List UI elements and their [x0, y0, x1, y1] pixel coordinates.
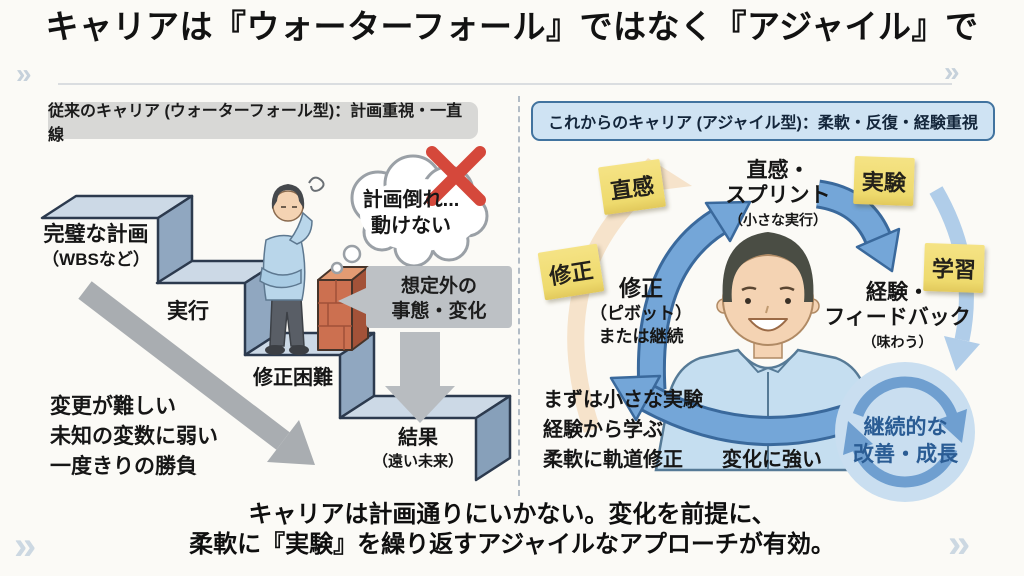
callout-line2: 事態・変化 — [391, 301, 487, 322]
growth-label: 継続的な 改善・成長 — [838, 414, 973, 468]
drawback-item: 未知の変数に弱い — [50, 425, 218, 448]
thought-bubble-text: 計画倒れ... 動けない — [352, 187, 470, 239]
feedback-line1: 経験・ — [866, 281, 929, 304]
waterfall-drawbacks-list: 変更が難しい 未知の変数に弱い 一度きりの勝負 — [50, 392, 265, 482]
title-rule — [58, 83, 952, 85]
pivot-line3: または継続 — [598, 327, 684, 346]
pivot-line2: （ピボット） — [590, 304, 692, 323]
drawback-item: 変更が難しい — [50, 395, 176, 418]
chevron-bottom-left-icon: » — [14, 524, 37, 568]
benefit-item: 経験から学ぶ — [543, 419, 663, 441]
thought-bubble — [330, 154, 489, 275]
growth-line1: 継続的な — [863, 416, 948, 439]
sprint-label: 直感・ スプリント （小さな実行） — [703, 158, 853, 233]
right-panel-header: これからのキャリア (アジャイル型)：柔軟・反復・経験重視 — [531, 101, 995, 141]
result-label-line2: （遠い未来） — [372, 452, 463, 470]
callout-line1: 想定外の — [400, 276, 477, 297]
growth-cycle-icon — [835, 362, 975, 502]
execute-label: 実行 — [167, 300, 209, 323]
benefit-item: まずは小さな実験 — [543, 389, 703, 411]
fix-difficult-label: 修正困難 — [253, 367, 333, 389]
benefit-item: 柔軟に軌道修正 — [543, 449, 683, 471]
page-title: キャリアは『ウォーターフォール』ではなく『アジャイル』で — [45, 8, 979, 45]
footer-line1: キャリアは計画通りにいかない。変化を前提に、 — [248, 501, 776, 528]
feedback-line2: フィードバック — [824, 306, 971, 329]
sprint-line1: 直感・ — [746, 159, 810, 182]
plan-label-line2: （WBSなど） — [42, 249, 150, 269]
growth-line2: 改善・成長 — [853, 443, 958, 466]
chevron-bottom-right-icon: » — [948, 522, 971, 566]
bubble-line1: 計画倒れ... — [362, 189, 460, 211]
feedback-label: 経験・ フィードバック （味わう） — [815, 280, 980, 355]
left-panel-header: 従来のキャリア (ウォーターフォール型)：計画重視・一直線 — [48, 102, 478, 144]
pivot-label: 修正 （ピボット） または継続 — [575, 276, 707, 348]
chevron-left-icon: » — [16, 58, 32, 89]
person-worried-illustration — [259, 176, 325, 355]
plan-label: 完璧な計画 （WBSなど） — [26, 222, 166, 271]
strong-change-label: 変化に強い — [722, 449, 822, 471]
x-mark-icon — [426, 146, 486, 206]
sticky-note-intuition: 直感 — [597, 158, 667, 216]
chevron-right-icon: » — [944, 56, 960, 87]
footer-line2: 柔軟に『実験』を繰り返すアジャイルなアプローチが有効。 — [189, 531, 835, 558]
sprint-line3: （小さな実行） — [729, 212, 827, 228]
feedback-line3: （味わう） — [862, 334, 933, 350]
panel-divider — [518, 96, 520, 496]
sprint-line2: スプリント — [725, 184, 831, 207]
unexpected-callout-text: 想定外の 事態・変化 — [369, 274, 509, 324]
bubble-line2: 動けない — [371, 215, 451, 237]
result-label-line1: 結果 — [398, 427, 438, 449]
unexpected-callout-box — [338, 266, 512, 423]
plan-label-line1: 完璧な計画 — [43, 223, 149, 246]
pivot-line1: 修正 — [618, 276, 663, 301]
failure-arrow-icon — [78, 281, 315, 465]
agile-benefits-list: まずは小さな実験 経験から学ぶ 柔軟に軌道修正 — [543, 385, 753, 475]
result-label: 結果 （遠い未来） — [355, 426, 481, 471]
sticky-note-experiment: 実験 — [853, 155, 915, 207]
drawback-item: 一度きりの勝負 — [50, 455, 197, 478]
